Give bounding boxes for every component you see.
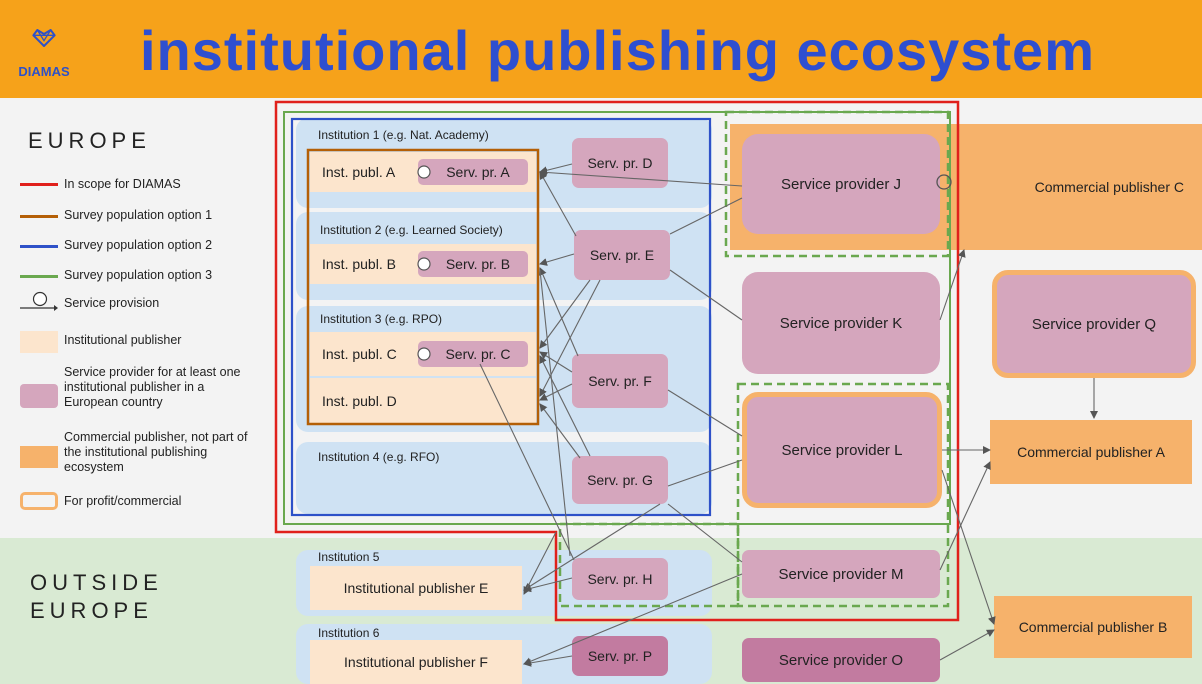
header-banner bbox=[0, 0, 1202, 98]
commercial-publisher-a: Commercial publisher A bbox=[990, 420, 1192, 484]
legend-label: Institutional publisher bbox=[64, 333, 182, 347]
service-provider-j: Service provider J bbox=[742, 134, 940, 234]
legend-label: Service provider for at least one instit… bbox=[64, 365, 241, 409]
inst-publisher-d: Inst. publ. D bbox=[310, 378, 536, 424]
service-provider-k: Service provider K bbox=[742, 272, 940, 374]
page-title: institutional publishing ecosystem bbox=[140, 19, 1095, 82]
service-provider-p: Serv. pr. P bbox=[572, 636, 668, 676]
legend-label: Service provision bbox=[64, 296, 160, 310]
legend-swatch-commercial bbox=[20, 446, 58, 468]
institution-label: Institution 5 bbox=[318, 550, 380, 564]
legend-label: Commercial publisher, not part of the in… bbox=[64, 430, 248, 474]
region-label-outside-1: OUTSIDE bbox=[30, 570, 163, 595]
commercial-publisher-b: Commercial publisher B bbox=[994, 596, 1192, 658]
legend-swatch-option1 bbox=[20, 215, 58, 218]
diamas-logo-icon bbox=[32, 29, 56, 47]
inst-publisher-f: Institutional publisher F bbox=[310, 640, 522, 684]
service-provider-m: Service provider M bbox=[742, 550, 940, 598]
legend-label: Survey population option 1 bbox=[64, 208, 213, 222]
service-provider-e: Serv. pr. E bbox=[574, 230, 670, 280]
service-provider-q: Service provider Q bbox=[992, 270, 1196, 378]
legend-swatch-option3 bbox=[20, 275, 58, 278]
logo-text: DIAMAS bbox=[18, 64, 70, 79]
institution-label: Institution 2 (e.g. Learned Society) bbox=[320, 223, 503, 237]
service-provider-c: Serv. pr. C bbox=[418, 341, 528, 367]
service-provider-d: Serv. pr. D bbox=[572, 138, 668, 188]
service-provider-a: Serv. pr. A bbox=[418, 159, 528, 185]
service-provider-g: Serv. pr. G bbox=[572, 456, 668, 504]
legend-label: Survey population option 2 bbox=[64, 238, 213, 252]
service-provision-icon bbox=[20, 291, 58, 311]
institution-label: Institution 1 (e.g. Nat. Academy) bbox=[318, 128, 489, 142]
legend-label: In scope for DIAMAS bbox=[64, 177, 181, 191]
service-provider-l: Service provider L bbox=[742, 392, 942, 508]
inst-publisher-e: Institutional publisher E bbox=[310, 566, 522, 610]
institution-label: Institution 4 (e.g. RFO) bbox=[318, 450, 440, 464]
institution-label: Institution 6 bbox=[318, 626, 380, 640]
service-provider-f: Serv. pr. F bbox=[572, 354, 668, 408]
legend-swatch-inst-publisher bbox=[20, 331, 58, 353]
service-provider-o: Service provider O bbox=[742, 638, 940, 682]
legend-swatch-scope bbox=[20, 183, 58, 186]
institution-label: Institution 3 (e.g. RPO) bbox=[320, 312, 443, 326]
legend-label: For profit/commercial bbox=[64, 494, 182, 508]
legend-label: Survey population option 3 bbox=[64, 268, 213, 282]
region-label-outside-2: EUROPE bbox=[30, 598, 153, 623]
service-provider-h: Serv. pr. H bbox=[572, 558, 668, 600]
legend-swatch-service-provider bbox=[20, 384, 58, 408]
service-provider-b: Serv. pr. B bbox=[418, 251, 528, 277]
legend-swatch-option2 bbox=[20, 245, 58, 248]
region-label-europe: EUROPE bbox=[28, 128, 151, 153]
legend-swatch-for-profit bbox=[20, 492, 58, 510]
